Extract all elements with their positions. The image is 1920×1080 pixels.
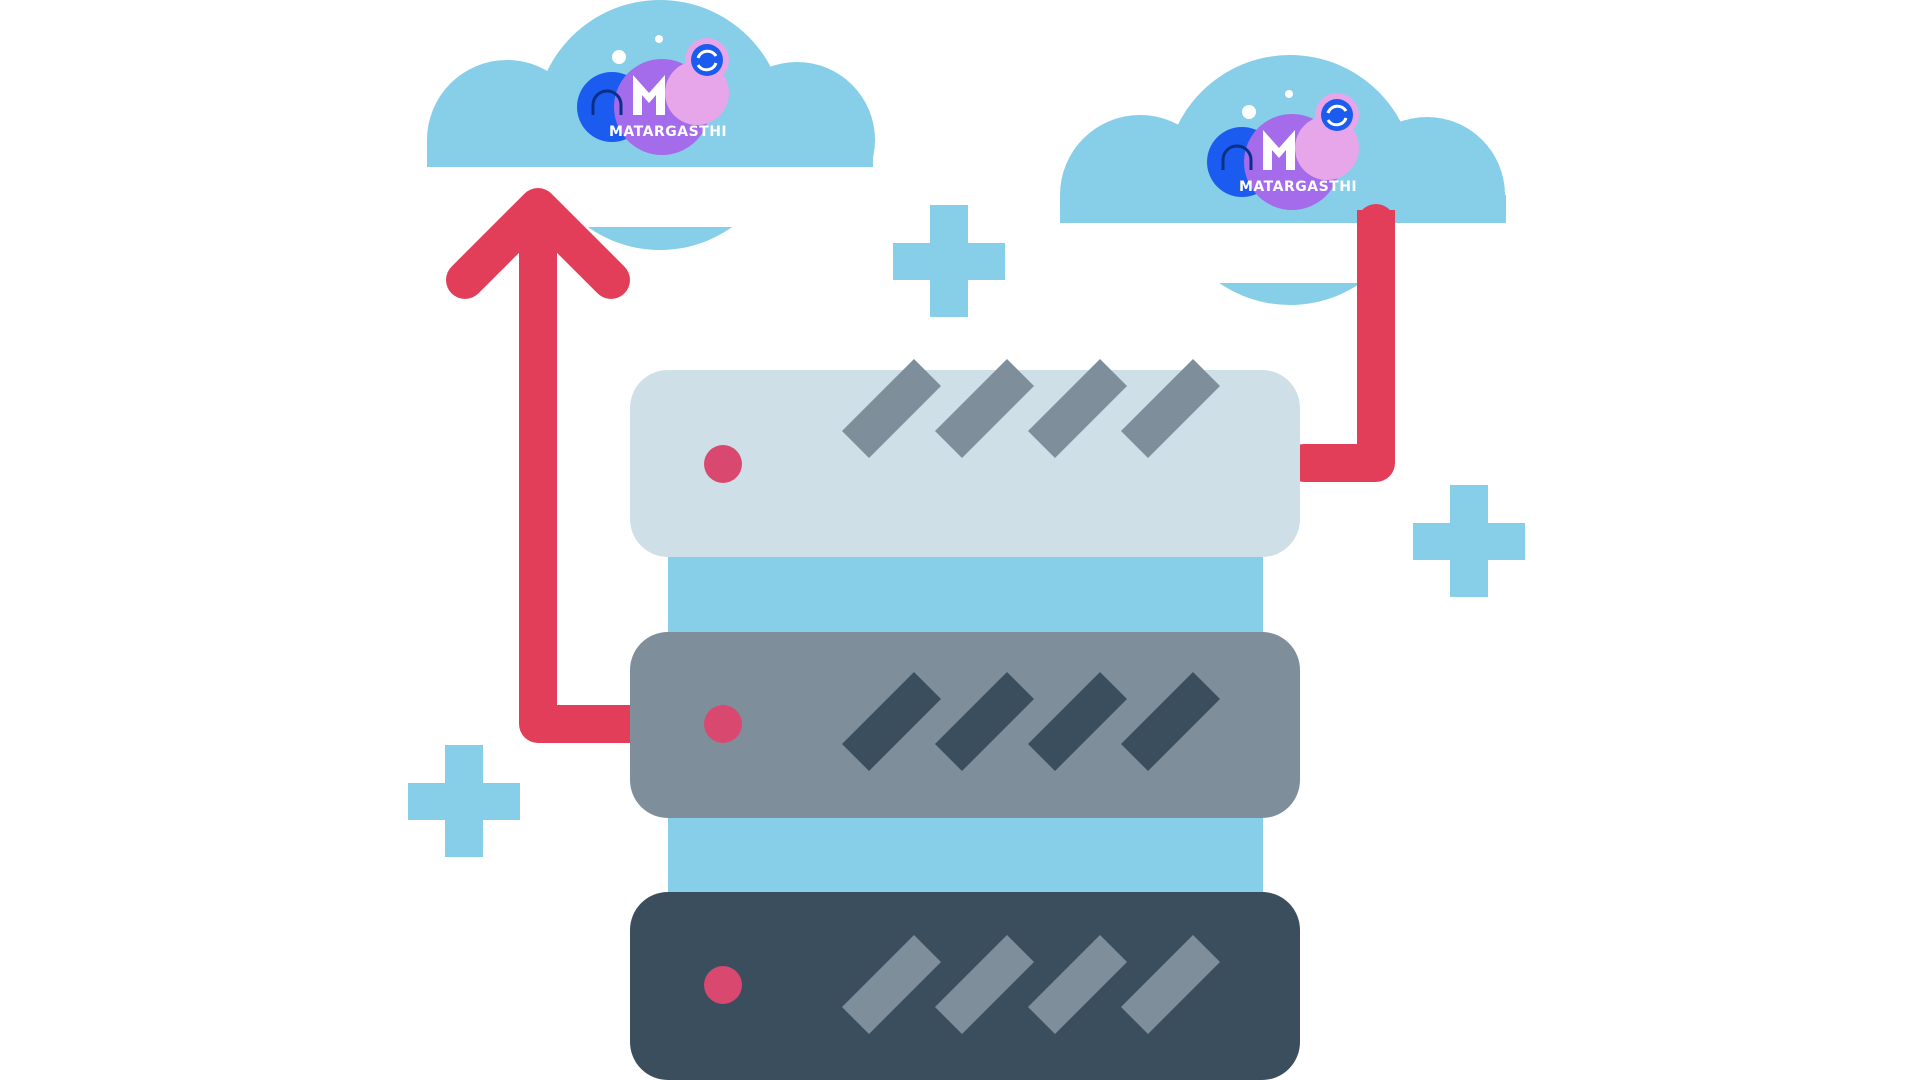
status-led — [704, 705, 742, 743]
heart-icon — [655, 35, 663, 43]
heart-icon — [1285, 90, 1293, 98]
plus-icon-left — [408, 745, 520, 857]
plus-icon-right — [1413, 485, 1525, 597]
plus-icon-top — [893, 205, 1005, 317]
status-led — [704, 966, 742, 1004]
logo-badge-left: MATARGASTHI — [577, 35, 729, 155]
refresh-icon — [1326, 104, 1348, 127]
logo-text: MATARGASTHI — [1239, 179, 1357, 195]
headphones-icon — [1221, 144, 1253, 170]
user-icon — [612, 50, 626, 64]
server-top — [630, 359, 1300, 557]
logo-badge-right: MATARGASTHI — [1207, 90, 1359, 210]
server-middle — [630, 632, 1300, 818]
arrow-up-icon — [446, 188, 649, 743]
headphones-icon — [591, 89, 623, 115]
logo-letter-m — [633, 75, 665, 115]
user-icon — [1242, 105, 1256, 119]
refresh-icon — [696, 49, 718, 72]
connector-right-line — [1285, 204, 1395, 482]
server-bottom — [630, 892, 1300, 1080]
status-led — [704, 445, 742, 483]
logo-text: MATARGASTHI — [609, 124, 727, 140]
logo-letter-m — [1263, 130, 1295, 170]
